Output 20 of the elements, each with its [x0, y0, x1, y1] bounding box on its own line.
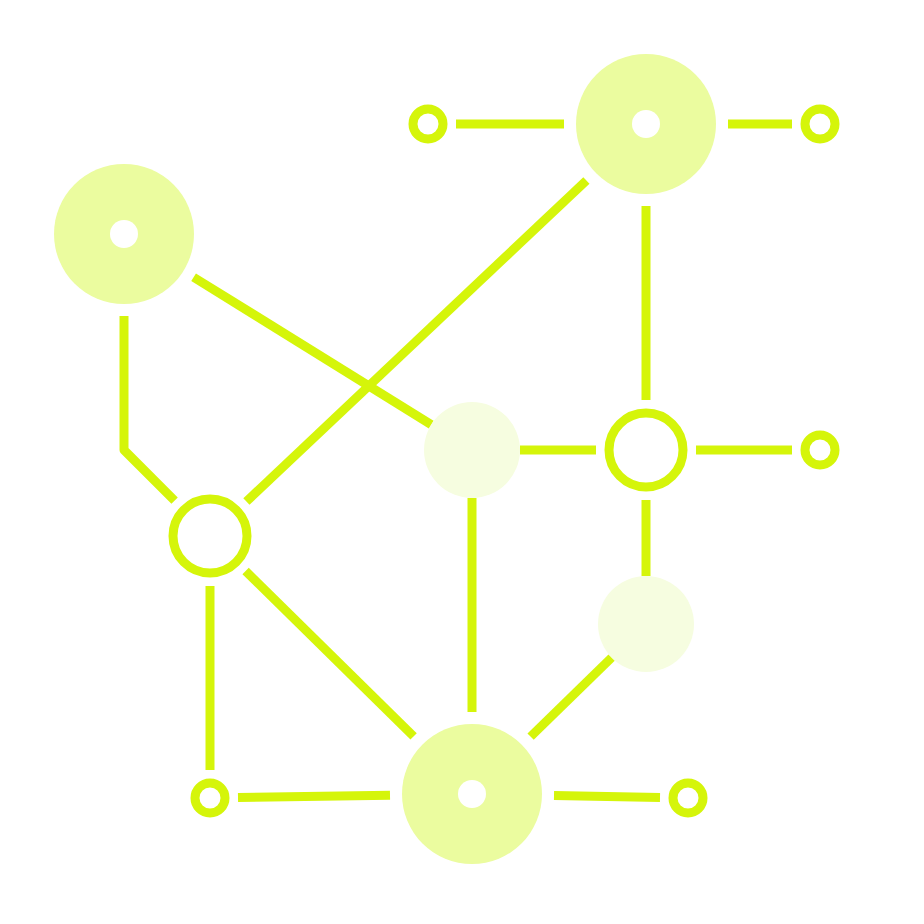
filled-circle-node	[570, 48, 722, 200]
connector-line	[520, 445, 596, 455]
connector-line	[641, 500, 651, 576]
connector-line	[696, 445, 792, 455]
connector-line	[456, 119, 564, 129]
connector-line	[119, 316, 178, 504]
connector-line	[243, 177, 590, 505]
connector-line	[553, 791, 661, 802]
faint-circle-node	[592, 570, 700, 678]
connector-line	[641, 206, 651, 400]
connector-line	[205, 586, 215, 770]
connector-line	[237, 790, 391, 803]
connector-line	[191, 273, 434, 429]
connector-line	[467, 498, 477, 712]
faint-circle-node	[418, 396, 526, 504]
filled-circle-node	[396, 718, 548, 870]
connector-line	[728, 119, 792, 129]
filled-circle-node	[48, 158, 200, 310]
connector-line	[242, 567, 417, 740]
connector-line	[527, 654, 615, 740]
